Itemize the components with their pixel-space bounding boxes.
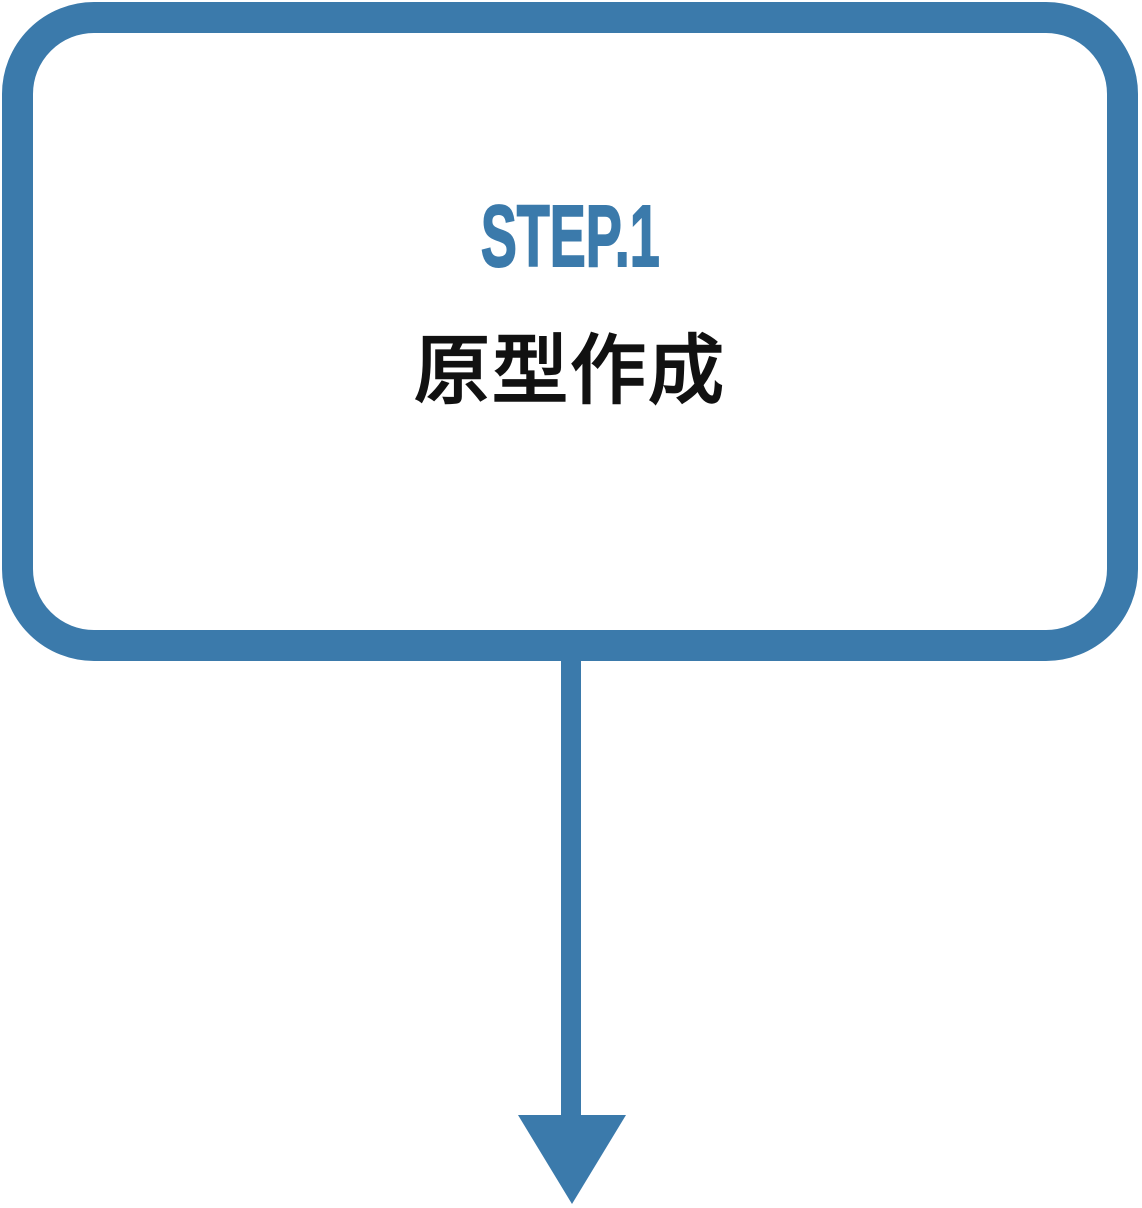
down-arrow-stem (561, 661, 581, 1117)
down-arrow-head (518, 1115, 626, 1204)
step-number-label: STEP.1 (480, 188, 660, 285)
step-title: 原型作成 (414, 329, 726, 414)
step-card: STEP.1 原型作成 (2, 2, 1138, 661)
